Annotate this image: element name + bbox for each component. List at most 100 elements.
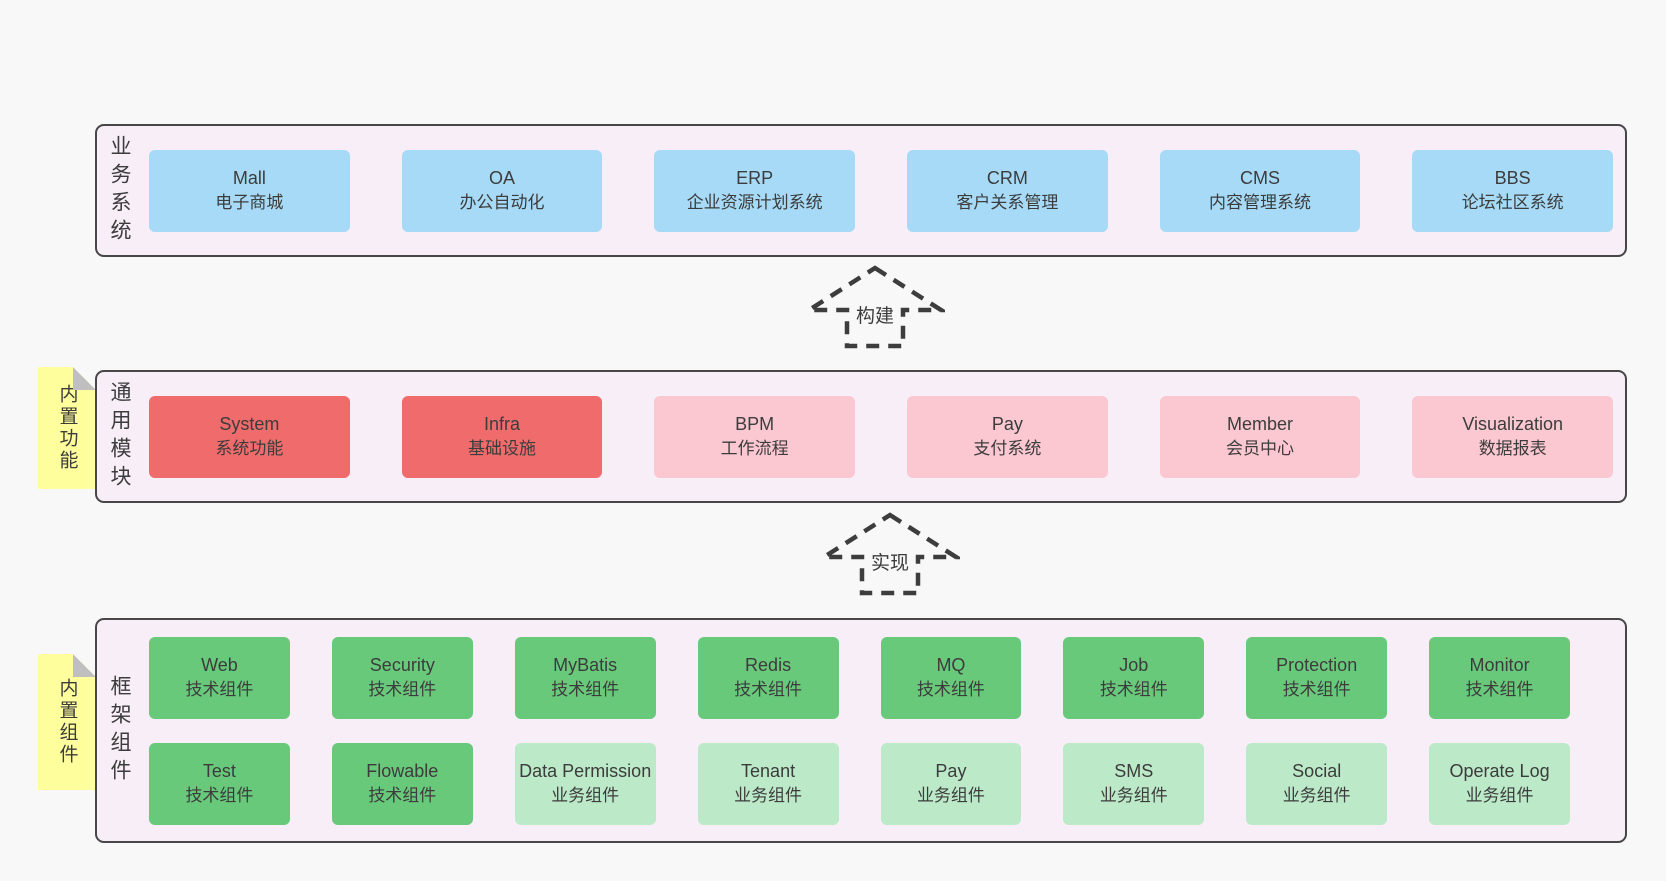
band-common-modules: 通用模块 System 系统功能 Infra 基础设施 BPM 工作流程 Pay… (95, 370, 1627, 503)
box-desc: 业务组件 (734, 786, 803, 806)
box-name: Flowable (366, 761, 439, 782)
box-desc: 企业资源计划系统 (686, 193, 823, 213)
box-desc: 技术组件 (734, 680, 803, 700)
box-name: Pay (991, 414, 1023, 435)
box-security: Security 技术组件 (331, 636, 473, 719)
box-name: MyBatis (553, 655, 618, 676)
box-name: Monitor (1469, 655, 1530, 676)
box-bpm: BPM 工作流程 (654, 395, 856, 478)
box-infra: Infra 基础设施 (401, 395, 603, 478)
band-framework-components: 框架组件 Web 技术组件 Security 技术组件 MyBatis 技术组件… (95, 618, 1627, 843)
box-name: Job (1119, 655, 1149, 676)
box-name: Social (1292, 761, 1342, 782)
box-name: MQ (936, 655, 966, 676)
box-desc: 基础设施 (468, 439, 536, 459)
box-web: Web 技术组件 (149, 636, 290, 719)
box-name: Protection (1276, 655, 1358, 676)
box-name: OA (489, 168, 516, 189)
box-name: BPM (735, 414, 775, 435)
box-desc: 业务组件 (1099, 786, 1168, 806)
box-desc: 会员中心 (1226, 439, 1295, 459)
box-desc: 电子商城 (215, 193, 284, 213)
box-desc: 技术组件 (368, 786, 437, 806)
common-modules-boxes: System 系统功能 Infra 基础设施 BPM 工作流程 Pay 支付系统… (137, 372, 1625, 501)
box-system: System 系统功能 (149, 395, 350, 478)
box-name: Mall (232, 168, 266, 189)
box-desc: 技术组件 (551, 680, 620, 700)
box-desc: 技术组件 (1282, 680, 1351, 700)
arrow-label-implement: 实现 (867, 548, 913, 575)
box-data-permission: Data Permission 业务组件 (514, 742, 656, 825)
framework-row-2: Test 技术组件 Flowable 技术组件 Data Permission … (149, 742, 1570, 825)
box-desc: 业务组件 (1282, 786, 1351, 806)
box-desc: 工作流程 (720, 439, 789, 459)
box-name: Redis (745, 655, 792, 676)
sticky-note-label: 内置功能 (56, 384, 78, 472)
box-desc: 系统功能 (215, 439, 284, 459)
band-label-framework-components: 框架组件 (108, 674, 131, 787)
arrow-label-build: 构建 (852, 301, 898, 328)
box-tenant: Tenant 业务组件 (697, 742, 839, 825)
box-name: CRM (986, 168, 1028, 189)
box-redis: Redis 技术组件 (697, 636, 839, 719)
box-pay: Pay 支付系统 (907, 395, 1108, 478)
box-desc: 业务组件 (916, 786, 985, 806)
box-desc: 业务组件 (551, 786, 620, 806)
box-desc: 论坛社区系统 (1461, 193, 1564, 213)
box-desc: 技术组件 (185, 680, 254, 700)
box-name: Operate Log (1449, 761, 1550, 782)
box-flowable: Flowable 技术组件 (331, 742, 473, 825)
box-mq: MQ 技术组件 (880, 636, 1022, 719)
box-desc: 技术组件 (1099, 680, 1168, 700)
box-desc: 支付系统 (973, 439, 1042, 459)
box-desc: 数据报表 (1478, 439, 1547, 459)
box-sms: SMS 业务组件 (1063, 742, 1205, 825)
box-crm: CRM 客户关系管理 (907, 149, 1108, 232)
box-name: Member (1227, 414, 1294, 435)
band-business-systems: 业务系统 Mall 电子商城 OA 办公自动化 ERP 企业资源计划系统 CRM… (95, 124, 1627, 257)
sticky-note-built-in-features: 内置功能 (38, 367, 96, 489)
box-name: Web (201, 655, 238, 676)
box-name: CMS (1240, 168, 1281, 189)
box-bbs: BBS 论坛社区系统 (1412, 149, 1614, 232)
box-name: Visualization (1462, 414, 1564, 435)
box-desc: 业务组件 (1465, 786, 1534, 806)
box-visualization: Visualization 数据报表 (1412, 395, 1614, 478)
up-arrow-icon (820, 512, 960, 596)
band-label-common-modules: 通用模块 (108, 380, 131, 493)
box-test: Test 技术组件 (149, 742, 290, 825)
implement-arrow: 实现 (820, 509, 960, 597)
box-name: Test (202, 761, 236, 782)
box-member: Member 会员中心 (1159, 395, 1361, 478)
up-arrow-icon (805, 265, 945, 349)
page-fold-icon (73, 654, 96, 677)
page-fold-icon (73, 367, 96, 390)
box-monitor: Monitor 技术组件 (1429, 636, 1570, 719)
sticky-note-built-in-components: 内置组件 (38, 654, 96, 790)
box-name: Tenant (741, 761, 796, 782)
box-name: Data Permission (519, 761, 652, 782)
box-name: BBS (1494, 168, 1531, 189)
box-name: Infra (483, 414, 521, 435)
box-desc: 技术组件 (368, 680, 437, 700)
band-label-business-systems: 业务系统 (108, 134, 131, 247)
box-erp: ERP 企业资源计划系统 (654, 149, 856, 232)
box-name: ERP (736, 168, 774, 189)
business-systems-boxes: Mall 电子商城 OA 办公自动化 ERP 企业资源计划系统 CRM 客户关系… (137, 126, 1625, 255)
box-pay-biz: Pay 业务组件 (880, 742, 1022, 825)
box-job: Job 技术组件 (1063, 636, 1205, 719)
box-cms: CMS 内容管理系统 (1159, 149, 1361, 232)
box-desc: 客户关系管理 (956, 193, 1059, 213)
box-name: System (219, 414, 280, 435)
box-social: Social 业务组件 (1246, 742, 1388, 825)
framework-components-grid: Web 技术组件 Security 技术组件 MyBatis 技术组件 Redi… (137, 620, 1625, 841)
sticky-note-label: 内置组件 (56, 678, 78, 766)
box-protection: Protection 技术组件 (1246, 636, 1388, 719)
build-arrow: 构建 (805, 262, 945, 350)
box-name: Pay (935, 761, 967, 782)
box-name: Security (369, 655, 435, 676)
box-desc: 技术组件 (1465, 680, 1534, 700)
box-desc: 技术组件 (916, 680, 985, 700)
box-desc: 技术组件 (185, 786, 254, 806)
